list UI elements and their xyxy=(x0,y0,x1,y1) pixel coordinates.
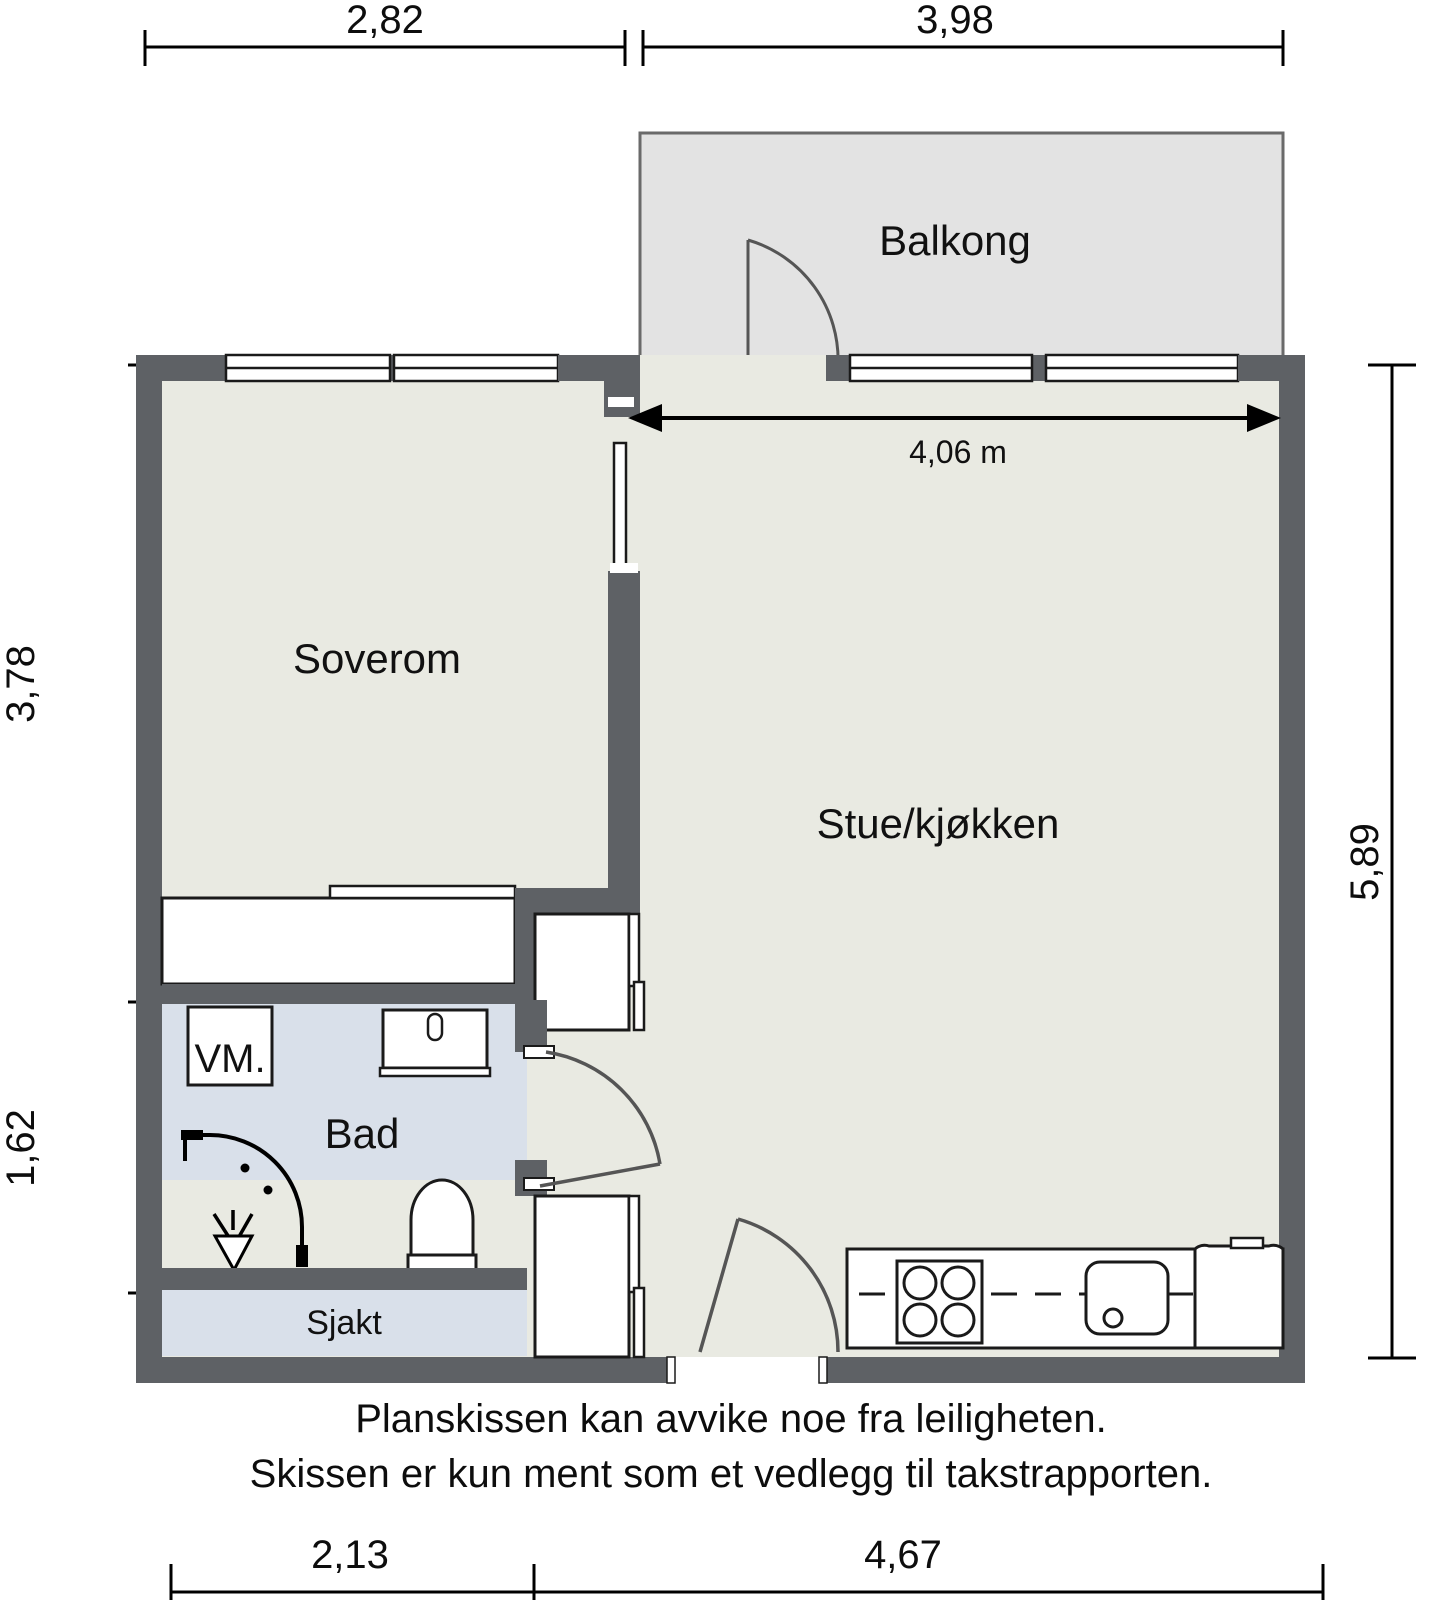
bedroom-label: Soverom xyxy=(293,635,461,682)
bedroom-windows-group xyxy=(136,353,640,383)
wardrobe-body xyxy=(160,896,517,986)
hallway-closet-lower xyxy=(533,1194,646,1359)
bedroom-wardrobe xyxy=(160,884,517,986)
caption-line-2: Skissen er kun ment som et vedlegg til t… xyxy=(250,1452,1213,1496)
balcony-area: Balkong xyxy=(638,131,1285,367)
stove-burner-1 xyxy=(902,1265,938,1301)
apartment-walls xyxy=(136,355,1305,1383)
bathroom-label: Bad xyxy=(325,1110,400,1157)
washing-machine-box xyxy=(186,1005,274,1087)
entrance-door-leaf xyxy=(698,1218,740,1353)
refrigerator-handle xyxy=(1229,1236,1265,1250)
bathroom-door-leaf xyxy=(539,1162,661,1188)
interior-dimension-label: 4,06 m xyxy=(909,434,1007,470)
interior-dimension-arrow-right xyxy=(1247,404,1281,432)
sliding-door-leaf xyxy=(612,441,628,573)
sink-vanity-counter xyxy=(378,1066,492,1078)
right-dimension-group: 5,89 xyxy=(1343,363,1416,1360)
bottom-dimension-label-right: 4,67 xyxy=(864,1533,942,1577)
bathroom-area: VM. Bad xyxy=(162,984,547,1279)
partition-wall-lower xyxy=(608,571,640,888)
shower-anchor-a xyxy=(181,1130,203,1140)
bathroom-door-swing-arc xyxy=(545,1050,662,1165)
bottom-dimension-group: 2,13 4,67 xyxy=(169,1533,1325,1600)
kitchen-counter-group xyxy=(845,1236,1285,1350)
closet-lower-door-b xyxy=(632,1286,646,1359)
right-dimension-label: 5,89 xyxy=(1343,823,1387,901)
shower-anchor-b xyxy=(296,1245,308,1267)
caption-line-1: Planskissen kan avvike noe fra leilighet… xyxy=(355,1397,1107,1441)
refrigerator-icon xyxy=(1193,1236,1285,1350)
top-dimension-label-left: 2,82 xyxy=(346,0,424,42)
kitchen-sink-drain xyxy=(1102,1307,1124,1329)
shaft-area: Sjakt xyxy=(162,1268,527,1356)
closet-upper-door-b xyxy=(632,980,646,1032)
interior-dimension-arrow-left xyxy=(628,404,662,432)
left-dimension-label-upper: 3,78 xyxy=(0,645,43,723)
wall-bedroom-bath-top xyxy=(515,888,640,914)
entrance-door-swing-arc xyxy=(737,1217,840,1353)
wall-stub-cap xyxy=(608,397,634,407)
interior-floor xyxy=(162,381,1279,1357)
hallway-closet-upper xyxy=(533,912,646,1032)
top-dimension-group: 2,82 3,98 xyxy=(143,0,1285,66)
bathroom-door-group xyxy=(523,1045,662,1191)
stove-icon xyxy=(895,1259,984,1345)
balcony-door-swing-arc xyxy=(747,238,840,366)
refrigerator-body xyxy=(1193,1243,1285,1350)
sliding-door-jamb xyxy=(610,563,638,573)
washing-machine-label: VM. xyxy=(194,1037,265,1081)
shower-hinge-1 xyxy=(240,1163,250,1173)
shaft-floor xyxy=(162,1288,527,1356)
interior-dimension-group: 4,06 m xyxy=(628,404,1281,470)
wardrobe-sliding-panel xyxy=(328,884,517,900)
shower-hinge-2 xyxy=(263,1185,273,1195)
wall-stub-balcony-left xyxy=(604,355,640,417)
top-wall-seg-living-b xyxy=(1238,355,1305,381)
top-wall-seg-left xyxy=(136,355,226,381)
top-wall-seg-living-a xyxy=(826,355,850,381)
stove-burner-2 xyxy=(940,1265,976,1301)
bathroom-top-wall xyxy=(162,984,527,1004)
living-windows-group xyxy=(826,353,1305,383)
entrance-door-jamb-right xyxy=(818,1356,828,1384)
stove-burner-4 xyxy=(940,1302,976,1338)
shower-screen-arc xyxy=(209,1133,304,1258)
shaft-top-wall xyxy=(162,1268,527,1290)
partition-wall-bedroom-living xyxy=(608,441,640,888)
living-kitchen-label: Stue/kjøkken xyxy=(817,800,1060,847)
toilet-icon xyxy=(406,1178,478,1279)
left-dimension-label-lower: 1,62 xyxy=(0,1109,43,1187)
entrance-door-group xyxy=(666,1217,840,1384)
closet-lower-door-a xyxy=(627,1194,641,1294)
closet-upper-door-a xyxy=(627,912,641,988)
floor-drain-icon xyxy=(212,1210,255,1274)
balcony-label: Balkong xyxy=(879,217,1031,264)
bottom-dimension-label-left: 2,13 xyxy=(311,1533,389,1577)
entrance-door-opening xyxy=(671,1357,823,1383)
balcony-door-opening xyxy=(640,355,826,381)
bathroom-right-wall-a xyxy=(515,1000,547,1052)
closet-upper-body xyxy=(533,912,631,1032)
shaft-label: Sjakt xyxy=(306,1304,382,1342)
entrance-door-jamb-left xyxy=(666,1356,676,1384)
kitchen-sink-basin xyxy=(1084,1260,1170,1336)
closet-lower-body xyxy=(533,1194,631,1359)
sink-faucet-icon xyxy=(426,1012,444,1042)
top-dimension-label-right: 3,98 xyxy=(916,0,994,42)
stove-burner-3 xyxy=(902,1302,938,1338)
kitchen-sink-icon xyxy=(1084,1260,1170,1336)
